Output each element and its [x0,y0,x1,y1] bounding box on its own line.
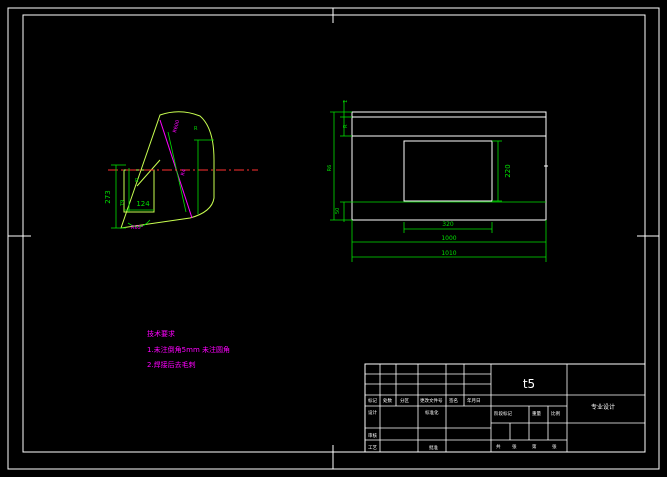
title-company: 专业设计 [591,403,615,411]
title-row3-label: 审核 [368,432,377,439]
title-sheet-label: 张 [552,443,557,450]
side-dim-center: R4 [180,169,188,177]
front-outer-rect [351,111,547,221]
front-dim-window-height: 220 [504,164,512,177]
notes-line-2: 2.焊接后去毛刺 [147,360,196,369]
title-stage-label: 重量 [532,410,541,417]
side-dim-inner: 79 [120,200,126,206]
title-block-frame [364,363,646,453]
technical-notes: 技术要求 1.未注倒角5mm 未注圆角 2.焊接后去毛刺 [147,329,230,369]
title-row-label: 标记 [368,397,377,404]
front-dim-overall-width: 1010 [441,250,456,257]
notes-line-1: 1.未注倒角5mm 未注圆角 [147,345,230,354]
side-dim-bottom: 124 [136,200,150,208]
title-row4-label: 批准 [429,444,438,451]
outer-frame [7,7,660,470]
title-row-label: 年月日 [467,397,481,404]
front-dim-height: R6 [327,165,333,172]
title-block-grid [365,364,645,452]
front-dim-window-width: 320 [442,221,454,228]
front-dim-top-small: 1 [343,100,349,103]
side-dim-small: R [135,178,139,184]
title-sheet-label: 共 [496,443,501,450]
title-row-label: 签名 [449,397,458,404]
notes-title: 技术要求 [147,329,175,338]
title-row4-label: 工艺 [368,445,377,451]
front-view[interactable]: 1 R R6 50 220 320 1000 1010 [327,100,548,262]
side-dim-right-small: R [194,126,198,132]
side-view[interactable]: 273 79 R 124 R65° R R600 R4 [104,111,258,231]
front-dimensions [330,100,547,262]
title-row-label: 分区 [400,397,409,404]
front-dim-bottom-left: 50 [335,208,341,214]
side-diag-line-2 [167,131,187,213]
title-block[interactable]: t5 专业设计 标记 处数 分区 更改文件号 签名 年月日 设计 标准化 阶段标… [364,363,646,453]
title-row2-label: 标准化 [425,409,439,416]
front-dim-inner-width: 1000 [441,235,456,242]
title-sheet-label: 张 [512,443,517,450]
side-slot-diagonal [136,159,161,187]
title-part-label: t5 [523,377,535,391]
title-row-label: 处数 [383,397,392,404]
title-sheet-label: 第 [532,443,537,450]
side-dimensions [111,139,214,229]
side-profile-outline [120,111,215,229]
side-dim-height: 273 [104,190,112,203]
inner-frame [22,14,646,453]
title-row2-label: 设计 [368,409,377,416]
title-row-label: 更改文件号 [420,397,443,404]
title-stage-label: 阶段标记 [494,410,512,417]
front-dim-second: R [343,124,349,128]
front-window [403,140,493,202]
side-dim-diag: R600 [172,119,181,133]
side-dim-angle: R65° [131,225,144,231]
centering-marks [8,8,659,469]
title-stage-label: 比例 [551,410,560,417]
